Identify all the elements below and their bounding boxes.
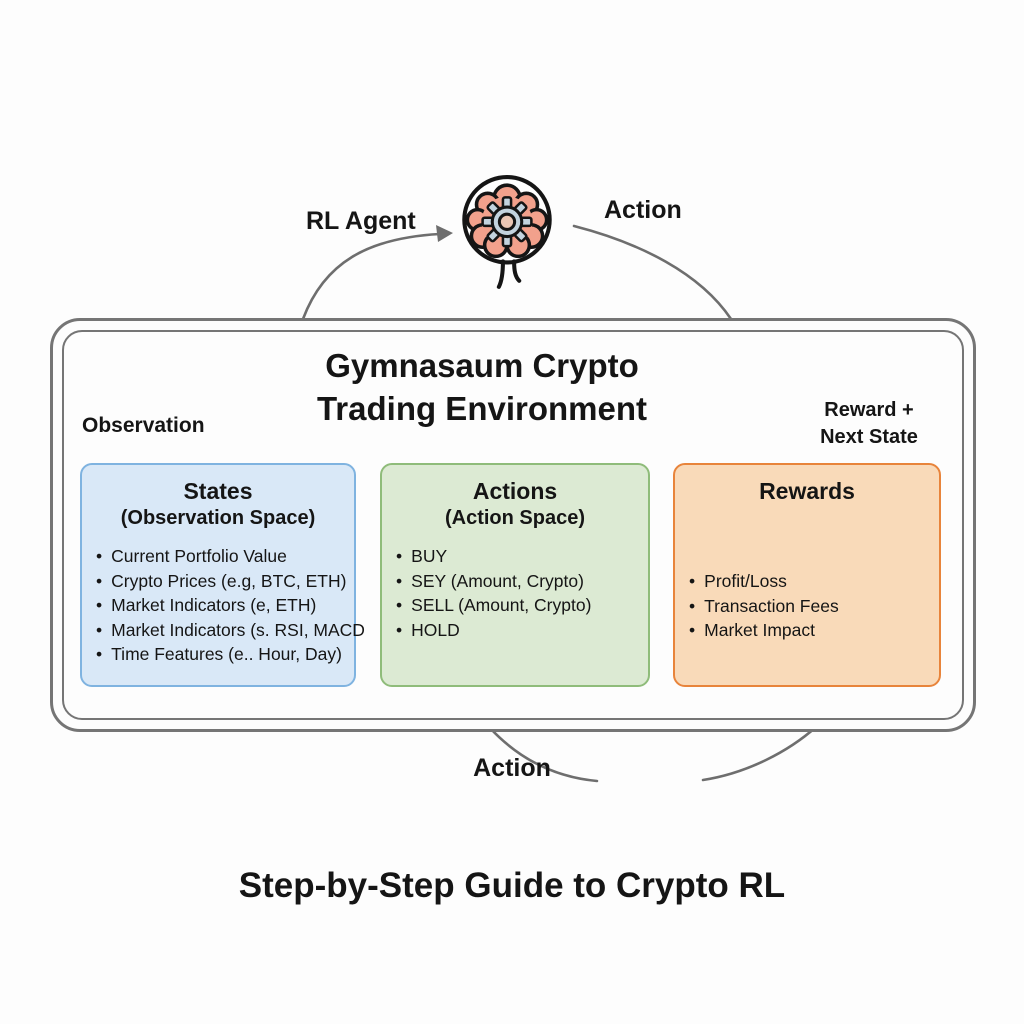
rewards-panel: Rewards Profit/LossTransaction FeesMarke…	[673, 463, 941, 687]
bullet-item: Market Indicators (s. RSI, MACD	[96, 618, 365, 643]
bullet-item: Market Indicators (e, ETH)	[96, 593, 354, 618]
arrow-agent-to-environment	[572, 224, 733, 321]
bullet-item: Transaction Fees	[689, 594, 939, 619]
environment-title-line2: Trading Environment	[316, 390, 648, 427]
bullet-item: Market Impact	[689, 618, 939, 643]
bullet-item: BUY	[396, 544, 648, 569]
arrow-observation-to-agent	[301, 232, 442, 321]
bullet-item: SEY (Amount, Crypto)	[396, 569, 648, 594]
actions-panel-subtitle: (Action Space)	[444, 507, 586, 529]
rewards-panel-title: Rewards	[759, 478, 855, 504]
reward-label-line1: Reward +	[824, 399, 914, 421]
bullet-item: Profit/Loss	[689, 569, 939, 594]
states-panel: States (Observation Space) Current Portf…	[80, 463, 365, 687]
page-caption: Step-by-Step Guide to Crypto RL	[238, 866, 786, 905]
rewards-panel-subtitle	[675, 505, 939, 531]
reward-label-line2: Next State	[820, 426, 918, 448]
rl-agent-label: RL Agent	[306, 207, 416, 235]
actions-panel: Actions (Action Space) BUYSEY (Amount, C…	[380, 463, 650, 687]
brain-gear-icon	[458, 173, 556, 295]
states-panel-list: Current Portfolio ValueCrypto Prices (e.…	[82, 544, 365, 667]
environment-title: Gymnasaum Crypto Trading Environment	[0, 344, 964, 430]
observation-label: Observation	[82, 414, 205, 437]
environment-title-line1: Gymnasaum Crypto	[325, 347, 639, 384]
actions-panel-title: Actions	[472, 478, 558, 504]
bullet-item: HOLD	[396, 618, 648, 643]
rewards-panel-list: Profit/LossTransaction FeesMarket Impact	[675, 569, 939, 643]
states-panel-title: States	[183, 478, 253, 504]
bullet-item: SELL (Amount, Crypto)	[396, 593, 648, 618]
actions-panel-list: BUYSEY (Amount, Crypto)SELL (Amount, Cry…	[382, 544, 648, 642]
bullet-item: Current Portfolio Value	[96, 544, 354, 569]
action-top-label: Action	[604, 196, 682, 224]
arrowhead	[436, 225, 453, 242]
bullet-item: Crypto Prices (e.g, BTC, ETH)	[96, 569, 354, 594]
environment-box-inner-border	[62, 330, 964, 720]
bullet-item: Time Features (e.. Hour, Day)	[96, 642, 354, 667]
reward-next-state-label: Reward + Next State	[790, 397, 948, 451]
action-bottom-label: Action	[473, 754, 551, 782]
states-panel-subtitle: (Observation Space)	[120, 507, 316, 529]
